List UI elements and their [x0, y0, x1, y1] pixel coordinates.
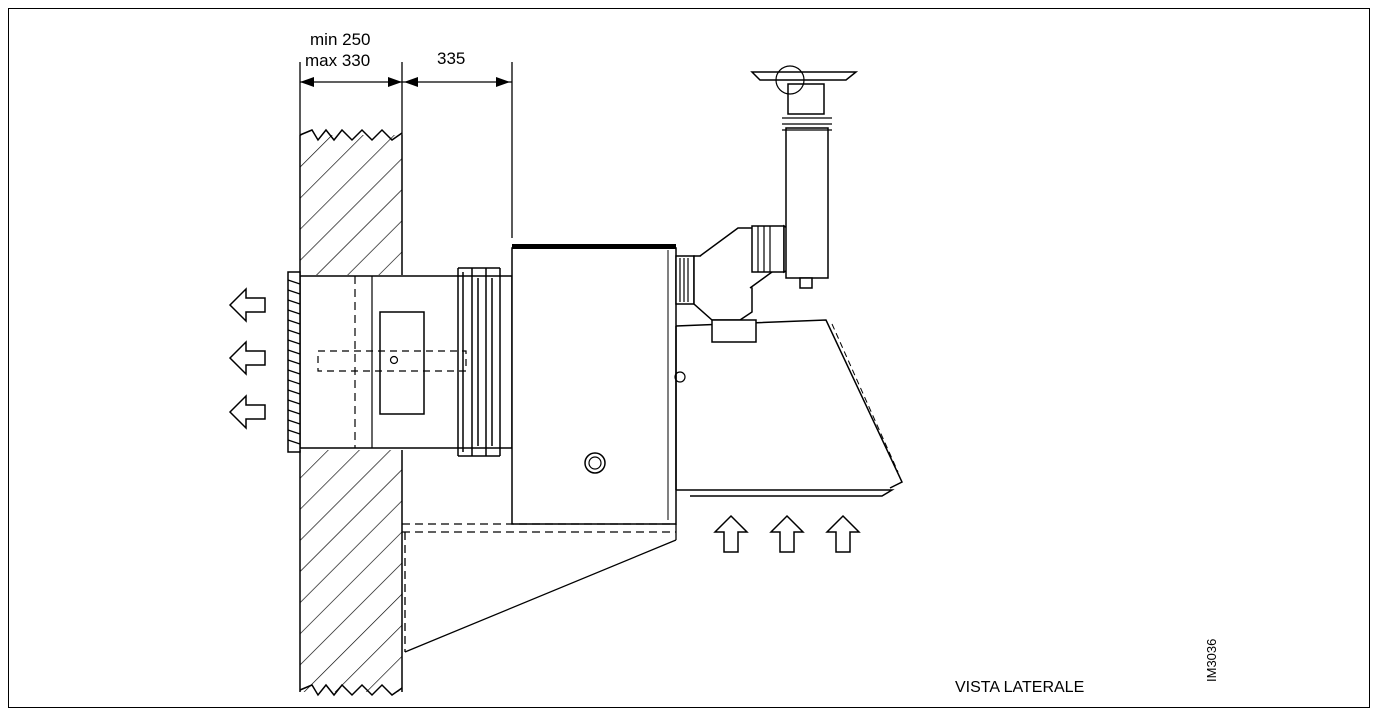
dimension-wall-thickness: min 250 max 330 — [299, 30, 403, 135]
drawing-frame — [8, 8, 1370, 708]
view-title: VISTA LATERALE — [955, 679, 1084, 696]
arrow-left-icon — [228, 394, 266, 430]
drawing-code: IM3036 — [1204, 639, 1219, 682]
intake-arrows — [713, 514, 861, 553]
arrow-up-icon — [769, 514, 805, 553]
arrow-up-icon — [825, 514, 861, 553]
arrow-left-icon — [228, 340, 266, 376]
fan-unit — [511, 244, 686, 525]
arrow-up-icon — [713, 514, 749, 553]
wall-duct — [287, 267, 513, 457]
dim-max-label: max 330 — [305, 51, 370, 70]
support-bracket — [402, 523, 677, 653]
arrow-left-icon — [228, 287, 266, 323]
wall-section — [299, 128, 403, 697]
chimney-pipe — [750, 65, 859, 289]
dimension-offset: 335 — [402, 49, 513, 238]
exhaust-arrows — [228, 287, 266, 430]
dim-offset-label: 335 — [437, 49, 465, 68]
dim-min-label: min 250 — [310, 30, 370, 49]
cooker-hood — [675, 319, 903, 497]
